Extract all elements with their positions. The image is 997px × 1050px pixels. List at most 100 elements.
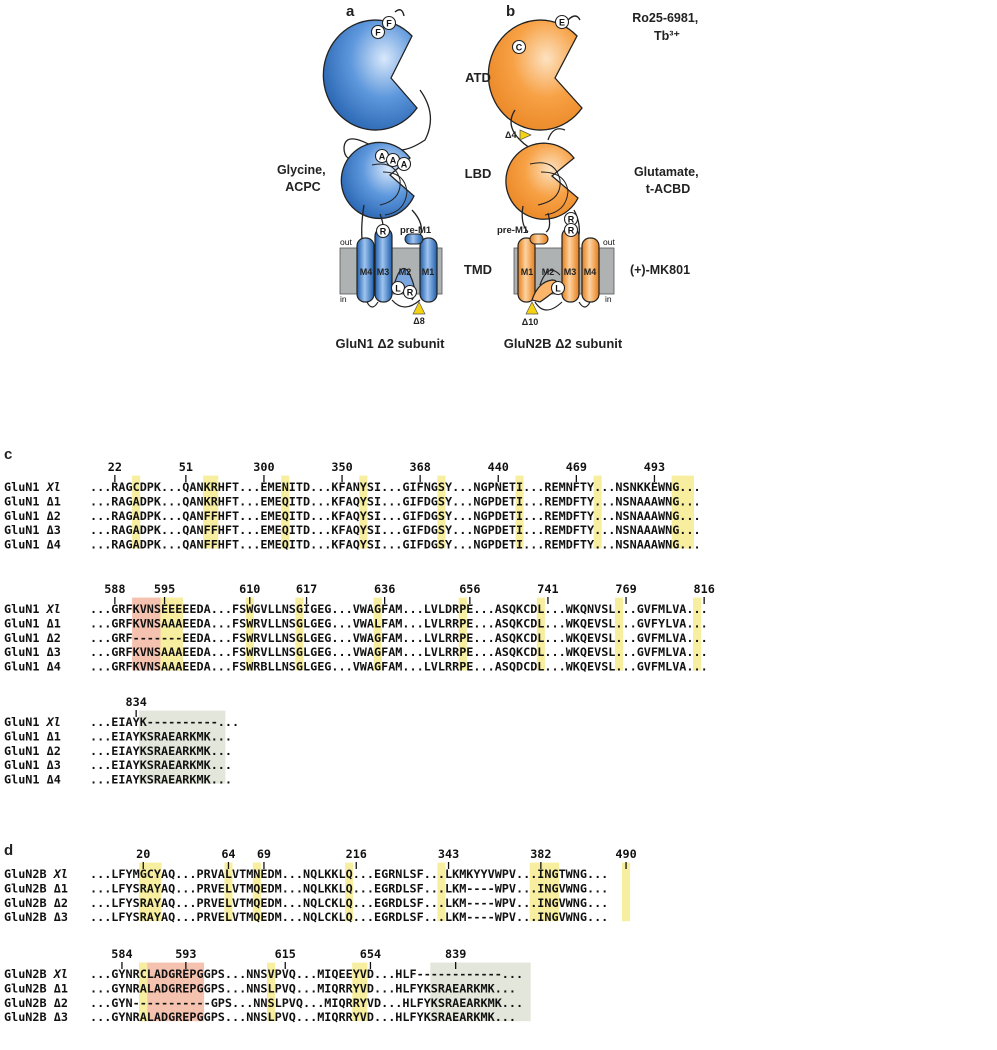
sequence-name: GluN2B Δ2 — [4, 996, 68, 1010]
glun1-helix-m3: M3 — [377, 267, 390, 277]
highlight-yellow — [160, 597, 183, 671]
sequence-name: GluN1 Δ3 — [4, 523, 61, 537]
sequence-row: ...GRFKVNSAAAEEDA...FSWRBLLNSGLGEG...VWA… — [90, 660, 708, 674]
residue-number: 816 — [693, 582, 714, 596]
glun1-in-label: in — [340, 294, 347, 304]
domain-label-tmd: TMD — [464, 262, 492, 277]
residue-number: 64 — [221, 847, 235, 861]
sequence-row: ...LFYSRAYAQ...PRVELVTMQEDM...NQLKKLQ...… — [90, 881, 608, 895]
sequence-row: ...EIAYKSRAEARKMK... — [90, 758, 232, 772]
residue-number: 595 — [154, 582, 175, 596]
residue-number: 343 — [438, 847, 459, 861]
glun1-atd-shape — [322, 19, 418, 131]
sequence-row: ...EIAYKSRAEARKMK... — [90, 773, 232, 787]
highlight-yellow — [593, 475, 602, 549]
highlight-gray — [430, 962, 531, 1022]
sequence-row: ...RAGADPK...QANFFHFT...EMEQITD...KFAQYS… — [90, 538, 701, 552]
glun2b-deletion-label: Δ10 — [522, 317, 538, 327]
sequence-name: GluN2B Xl — [4, 867, 68, 881]
residue-number: 382 — [530, 847, 551, 861]
residue-number: 469 — [566, 460, 587, 474]
residue-number: 656 — [459, 582, 480, 596]
sequence-name: GluN1 Δ1 — [4, 729, 61, 743]
highlight-yellow — [281, 475, 290, 549]
highlight-red — [139, 962, 205, 1022]
sequence-row: ...EIAYKSRAEARKMK... — [90, 744, 232, 758]
glun1-atd-residue: F — [381, 15, 397, 31]
residue-number: 834 — [125, 695, 146, 709]
svg-text:R: R — [380, 226, 387, 236]
domain-label-lbd: LBD — [465, 166, 492, 181]
svg-text:L: L — [555, 283, 561, 293]
sequence-row: ...GRF-------EEDA...FSWRVLLNSGLGEG...VWA… — [90, 631, 708, 645]
residue-number: 368 — [409, 460, 430, 474]
sequence-name: GluN2B Xl — [4, 967, 68, 981]
residue-number: 610 — [239, 582, 260, 596]
glun1-helix-m1: M1 — [422, 267, 435, 277]
highlight-yellow — [529, 862, 560, 922]
glun2b-tmd-residue: R — [563, 222, 579, 238]
highlight-gray — [139, 710, 226, 784]
svg-text:A: A — [390, 155, 397, 165]
svg-text:E: E — [559, 17, 565, 27]
highlight-yellow — [622, 862, 631, 922]
sequence-row: ...LFYMGCYAQ...PRVALVTMNEDM...NQLKKLQ...… — [90, 867, 608, 881]
glun1-cartoon — [322, 9, 443, 315]
glun2b-helix-m1: M1 — [521, 267, 534, 277]
sequence-row: ...EIAYK----------... — [90, 715, 239, 729]
residue-number: 440 — [488, 460, 509, 474]
residue-number: 654 — [360, 947, 381, 961]
sequence-row: ...GYN-----------GPS...NNSLPVQ...MIQRRYV… — [90, 996, 523, 1010]
highlight-yellow — [295, 597, 304, 671]
glun1-helix-m4: M4 — [360, 267, 373, 277]
sequence-name: GluN1 Δ4 — [4, 538, 61, 552]
sequence-row: ...GRFKVNSAAAEEDA...FSWRVLLNSGLGEG...VWA… — [90, 645, 708, 659]
sequence-name: GluN1 Δ3 — [4, 645, 61, 659]
svg-text:R: R — [568, 214, 575, 224]
sequence-name: GluN2B Δ3 — [4, 1010, 68, 1024]
glun1-title: GluN1 Δ2 subunit — [335, 336, 445, 351]
svg-text:A: A — [379, 151, 386, 161]
glun1-atd-residue: F — [370, 24, 386, 40]
glun1-pre-m1-label: pre-M1 — [400, 225, 432, 236]
sequence-name: GluN1 Xl — [4, 602, 61, 616]
highlight-yellow — [515, 475, 524, 549]
panel-label-b: b — [506, 3, 515, 20]
svg-text:L: L — [395, 283, 401, 293]
sequence-row: ...LFYSRAYAQ...PRVELVTMQEDM...NQLCKLQ...… — [90, 910, 608, 924]
sequence-row: ...GYNRCLADGREPGGPS...NNSVPVQ...MIQEEYVD… — [90, 967, 523, 981]
residue-number: 51 — [179, 460, 193, 474]
highlight-yellow — [139, 862, 162, 922]
glun1-lbd-ligands: Glycine, ACPC — [277, 163, 329, 194]
residue-number: 615 — [275, 947, 296, 961]
glun2b-linker-deletion-label: Δ4 — [505, 130, 516, 140]
residue-number: 636 — [374, 582, 395, 596]
residue-number: 490 — [615, 847, 636, 861]
glun2b-out-label: out — [603, 237, 615, 247]
glun2b-cartoon — [487, 15, 615, 315]
sequence-row: ...RAGADPK...QANKRHFT...EMEQITD...KFAQYS… — [90, 494, 701, 508]
highlight-yellow — [693, 597, 702, 671]
residue-number: 584 — [111, 947, 132, 961]
sequence-name: GluN2B Δ1 — [4, 881, 68, 895]
highlight-yellow — [359, 475, 368, 549]
sequence-row: ...RAGADPK...QANFFHFT...EMEQITD...KFAQYS… — [90, 509, 701, 523]
glun2b-in-label: in — [605, 294, 612, 304]
svg-text:A: A — [401, 159, 408, 169]
glun2b-title: GluN2B Δ2 subunit — [504, 336, 623, 351]
domain-label-atd: ATD — [465, 70, 491, 85]
sequence-row: ...EIAYKSRAEARKMK... — [90, 729, 232, 743]
sequence-name: GluN2B Δ2 — [4, 896, 68, 910]
highlight-yellow — [671, 475, 694, 549]
residue-number: 617 — [296, 582, 317, 596]
residue-number: 839 — [445, 947, 466, 961]
svg-text:R: R — [407, 287, 414, 297]
residue-number: 300 — [253, 460, 274, 474]
residue-number: 593 — [175, 947, 196, 961]
glun1-tmd-residue: L — [390, 280, 406, 296]
sequence-row: ...GYNRALADGREPGGPS...NNSLPVQ...MIQRRYVD… — [90, 981, 516, 995]
svg-text:C: C — [516, 42, 523, 52]
